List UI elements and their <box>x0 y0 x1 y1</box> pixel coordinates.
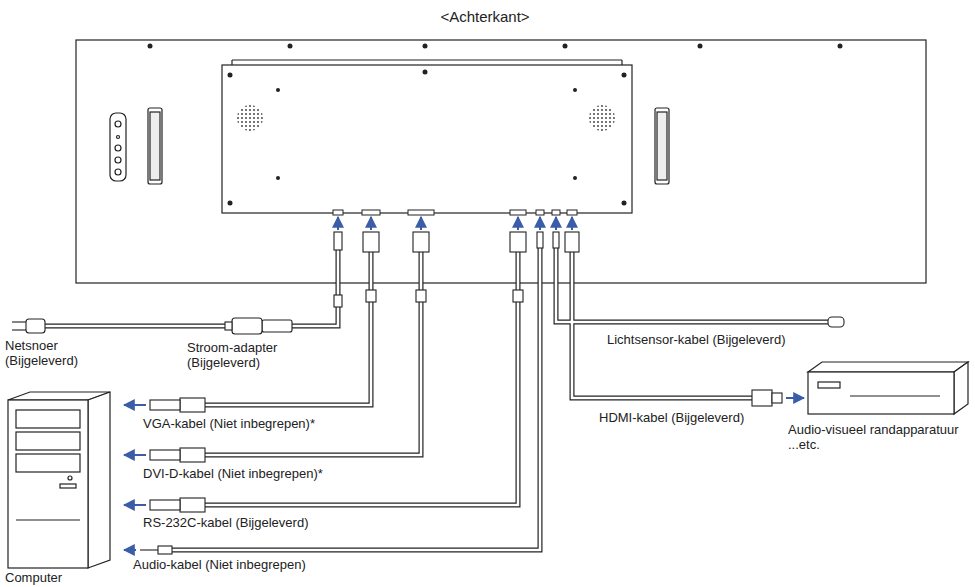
screws <box>148 44 843 206</box>
av-device-label: Audio-visueel randapparatuur ...etc. <box>787 422 971 452</box>
audio-cable-label: Audio-kabel (Niet inbegrepen) <box>132 557 307 572</box>
adapter-label: Stroom-adapter (Bijgeleverd) <box>186 340 300 370</box>
monitor <box>76 40 926 283</box>
power-cord-label: Netsnoer (Bijgeleverd) <box>4 338 88 368</box>
computer-label: Computer <box>4 570 63 585</box>
vga-cable-label: VGA-kabel (Niet inbegrepen)* <box>142 416 316 431</box>
hdmi-cable-label: HDMI-kabel (Bijgeleverd) <box>598 410 745 425</box>
direction-arrows <box>124 217 804 550</box>
cables-core <box>45 248 828 550</box>
computer-tower <box>8 392 110 568</box>
plugs <box>12 232 844 554</box>
light-sensor-cable-label: Lichtsensor-kabel (Bijgeleverd) <box>606 332 786 347</box>
view-heading: <Achterkant> <box>438 8 531 25</box>
av-device <box>808 362 968 414</box>
ports <box>333 210 577 215</box>
dvi-cable-label: DVI-D-kabel (Niet inbegrepen)* <box>142 466 324 481</box>
cables-outline <box>45 248 828 550</box>
rs232c-cable-label: RS-232C-kabel (Bijgeleverd) <box>142 515 309 530</box>
